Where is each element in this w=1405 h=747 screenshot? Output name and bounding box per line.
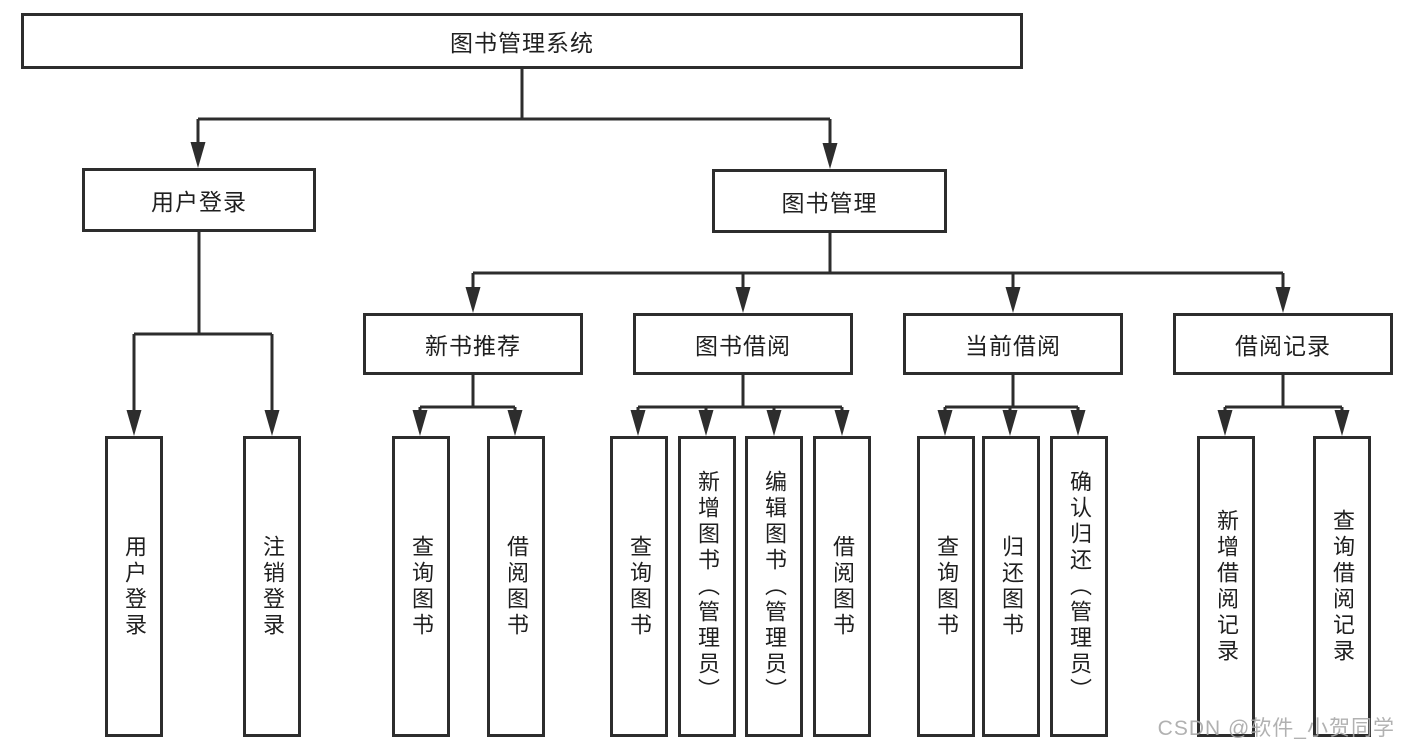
node-current-borrowing: 当前借阅 — [903, 313, 1123, 375]
leaf-add-books-admin: 新增图书（管理员） — [678, 436, 736, 737]
leaf-borrow-books: 借阅图书 — [813, 436, 871, 737]
arrowheads — [126, 142, 1350, 436]
leaf-logout: 注销登录 — [243, 436, 301, 737]
leaf-user-login: 用户登录 — [105, 436, 163, 737]
leaf-add-borrow-record: 新增借阅记录 — [1197, 436, 1255, 737]
node-user-login: 用户登录 — [82, 168, 316, 232]
leaf-edit-books-admin: 编辑图书（管理员） — [745, 436, 803, 737]
leaf-query-books-current: 查询图书 — [917, 436, 975, 737]
leaf-return-books: 归还图书 — [982, 436, 1040, 737]
leaf-query-books-borrow: 查询图书 — [610, 436, 668, 737]
node-borrowing-records: 借阅记录 — [1173, 313, 1393, 375]
node-library-management-system: 图书管理系统 — [21, 13, 1023, 69]
leaf-confirm-return-admin: 确认归还（管理员） — [1050, 436, 1108, 737]
leaf-query-borrow-record: 查询借阅记录 — [1313, 436, 1371, 737]
leaf-query-books-recommend: 查询图书 — [392, 436, 450, 737]
node-book-management: 图书管理 — [712, 169, 947, 233]
leaf-borrow-books-recommend: 借阅图书 — [487, 436, 545, 737]
node-book-borrowing: 图书借阅 — [633, 313, 853, 375]
csdn-watermark: CSDN @软件_小贺同学 — [1157, 717, 1395, 740]
node-new-book-recommendation: 新书推荐 — [363, 313, 583, 375]
